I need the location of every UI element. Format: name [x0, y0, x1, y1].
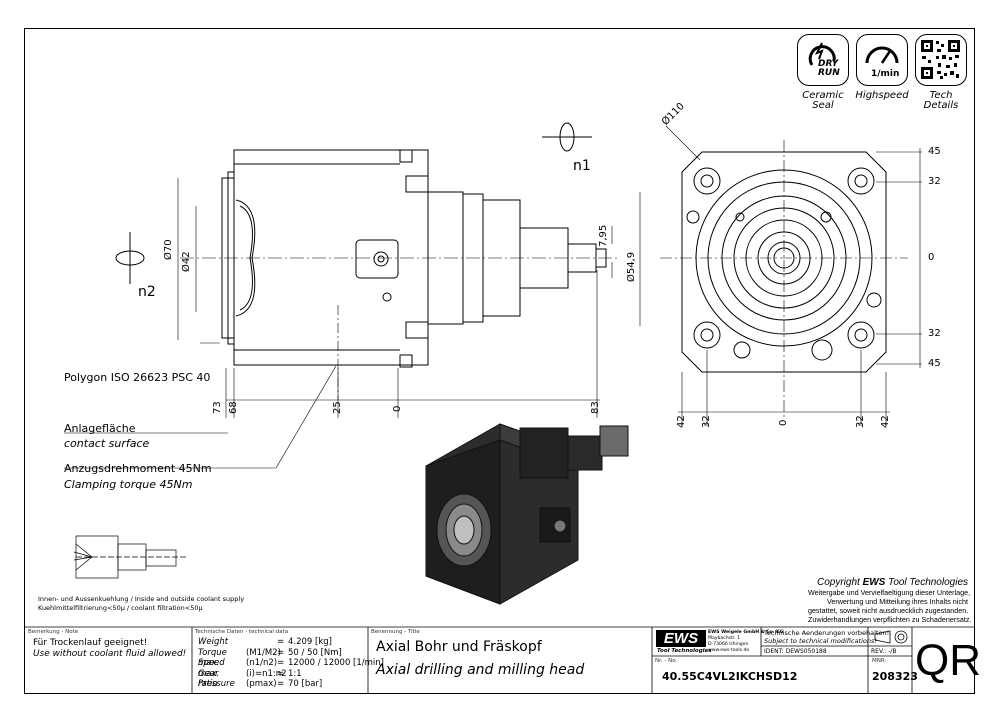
- coolant-schematic: [73, 535, 186, 579]
- bottom-dim-42-right: 42: [880, 415, 891, 428]
- copyright-line-1: Weitergabe und Vervielfaeltigung dieser …: [808, 588, 971, 597]
- company-street: Maybachstr. 1: [708, 636, 741, 641]
- run-label: RUN: [818, 68, 840, 78]
- rotation-label-n1: n1: [573, 158, 591, 174]
- axis-68: 68: [228, 401, 239, 414]
- right-dim-45-bot: 45: [928, 358, 941, 369]
- axis-0: 0: [392, 405, 403, 412]
- title-heading: Benennung - Title: [371, 629, 420, 635]
- clamping-torque-en: Clamping torque 45Nm: [64, 478, 193, 491]
- dry-label: DRY: [818, 59, 839, 69]
- clamping-torque-de: Anzugsdrehmoment 45Nm: [64, 462, 212, 475]
- bottom-dim-42-left: 42: [676, 415, 687, 428]
- rotation-label-n2: n2: [138, 284, 156, 300]
- tech-details-badge[interactable]: [915, 34, 967, 86]
- change-note-en: Subject to technical modifications!: [764, 637, 877, 645]
- rpm-label: 1/min: [871, 69, 900, 79]
- right-dim-0: 0: [928, 252, 935, 263]
- projection-symbol-icon: [874, 630, 908, 644]
- part-number: 40.55C4VL2IKCHSD12: [662, 670, 798, 683]
- ident-number: IDENT: DEWS050188: [764, 648, 827, 655]
- note-heading: Bemerkung - Note: [28, 629, 79, 635]
- copyright-line-3: gestattet, soweit nicht ausdruecklich zu…: [808, 606, 969, 615]
- mnr-heading: MNR:: [872, 658, 887, 664]
- title-german: Axial Bohr und Fräskopf: [376, 639, 542, 655]
- badge-caption-highspeed: Highspeed: [855, 90, 909, 101]
- bottom-dim-0: 0: [778, 419, 789, 426]
- render-3d: [425, 423, 629, 605]
- speedometer-icon: [865, 46, 899, 64]
- copyright-title: Copyright EWS Tool Technologies: [816, 577, 968, 588]
- company-name: EWS Weigele GmbH & Co. KG: [708, 630, 784, 635]
- tech-data-heading: Technische Daten - technical data: [195, 629, 289, 635]
- right-dim-32-top: 32: [928, 176, 941, 187]
- qr-mark: QR: [915, 636, 981, 685]
- title-english: Axial drilling and milling head: [376, 662, 585, 678]
- right-dim-32-bot: 32: [928, 328, 941, 339]
- change-note-de: Technische Aenderungen vorbehalten!: [764, 629, 890, 637]
- coolant-note-2: Kuehlmittelfiltrierung<50µ / coolant fil…: [38, 604, 203, 612]
- ews-logo-sub: Tool Technologies: [657, 648, 712, 654]
- contact-surface-de: Anlagefläche: [64, 422, 136, 435]
- flange-front-outline: [681, 151, 887, 373]
- mnr-number: 208323: [872, 670, 918, 683]
- bottom-dim-32-right: 32: [855, 415, 866, 428]
- axis-73: 73: [212, 401, 223, 414]
- axis-83: 83: [590, 401, 601, 414]
- copyright-line-2: Verwertung und Mitteilung ihres Inhalts …: [826, 597, 968, 606]
- dim-7-95: 7,95: [598, 224, 609, 247]
- dry-run-badge[interactable]: DRY RUN: [797, 34, 849, 86]
- dim-d70: Ø70: [163, 239, 174, 260]
- title-block-grid: [24, 626, 975, 694]
- qr-code-icon: [921, 40, 960, 79]
- note-line-1: Für Trockenlauf geeignet!: [33, 638, 148, 648]
- dim-d54-9: Ø54,9: [626, 251, 637, 282]
- bottom-dim-32-left: 32: [701, 415, 712, 428]
- note-line-2: Use without coolant fluid allowed!: [33, 649, 187, 659]
- dim-d42: Ø42: [181, 251, 192, 272]
- axis-25: 25: [332, 401, 343, 414]
- revision: REV.: -/B: [871, 648, 897, 655]
- drawing-frame: [24, 28, 975, 694]
- polygon-label: Polygon ISO 26623 PSC 40: [64, 371, 211, 384]
- right-dim-45-top: 45: [928, 146, 941, 157]
- company-city: D-73066 Uhingen: [708, 642, 749, 647]
- housing-side-outline: [233, 149, 429, 366]
- contact-surface-en: contact surface: [64, 437, 150, 450]
- highspeed-badge[interactable]: 1/min: [856, 34, 908, 86]
- copyright-block: Copyright EWS Tool Technologies Weiterga…: [808, 577, 972, 624]
- dry-run-icon: [808, 42, 836, 66]
- copyright-line-4: Zuwiderhandlungen verpflichten zu Schade…: [808, 615, 972, 624]
- company-web: www.ews-tools.de: [708, 648, 750, 653]
- number-heading: Nr. - No.: [655, 658, 678, 664]
- ews-logo: EWS: [656, 630, 706, 647]
- coolant-note-1: Innen- und Aussenkuehlung / Inside and o…: [38, 595, 245, 603]
